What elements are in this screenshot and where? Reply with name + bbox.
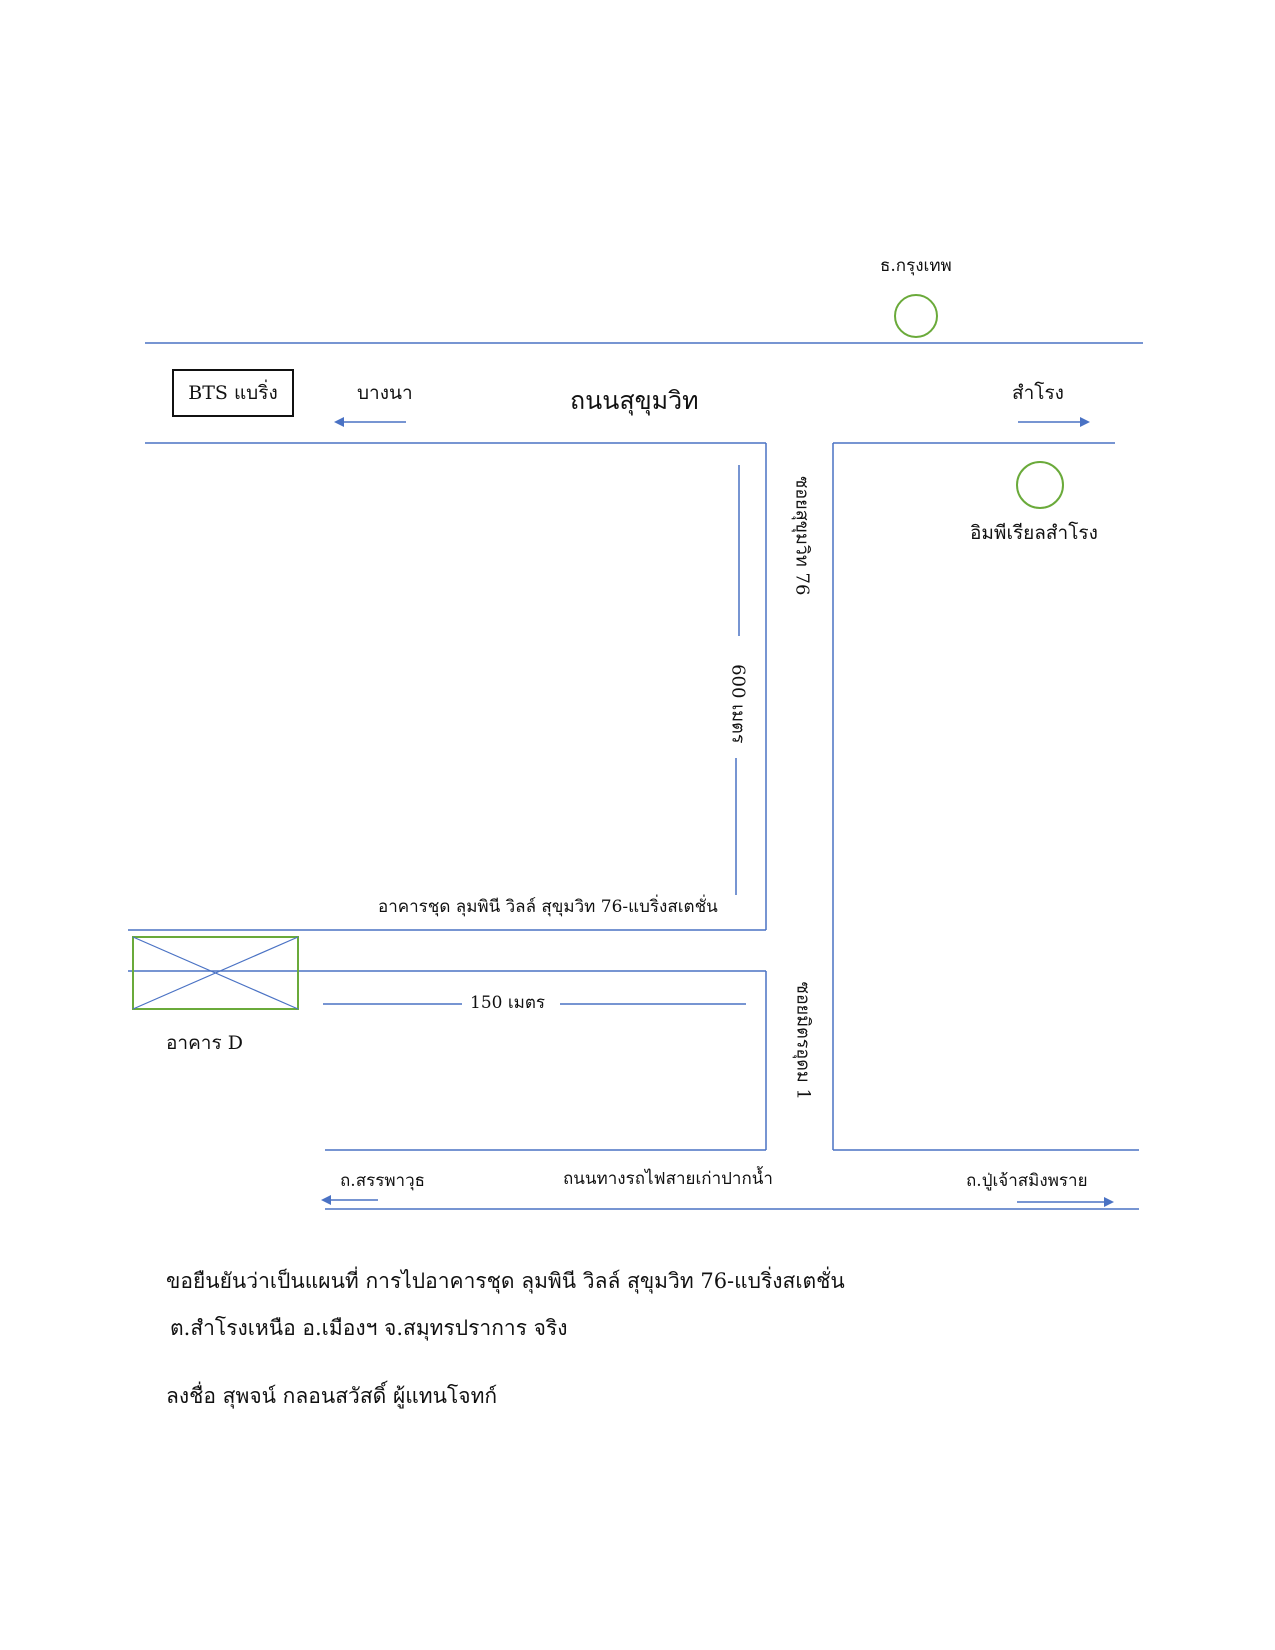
footer-confirmation-line2: ต.สำโรงเหนือ อ.เมืองฯ จ.สมุทรปราการ จริง	[170, 1316, 568, 1340]
sukhumvit-road-label: ถนนสุขุมวิท	[570, 386, 699, 415]
distance-600-label: 600 เมตร	[727, 664, 749, 744]
building-d-label: อาคาร D	[166, 1032, 243, 1054]
bts-station-box: BTS แบริ่ง	[172, 369, 294, 417]
imperial-marker-icon	[1016, 461, 1064, 509]
distance-150-label: 150 เมตร	[470, 993, 546, 1013]
bangna-label: บางนา	[357, 382, 413, 404]
railway-road-label: ถนนทางรถไฟสายเก่าปากน้ำ	[563, 1169, 773, 1189]
samrong-label: สำโรง	[1012, 382, 1064, 404]
pujao-road-label: ถ.ปู่เจ้าสมิงพราย	[966, 1171, 1088, 1191]
soi-mitr-label: ซอยมิตรอุดม 1	[792, 981, 814, 1100]
condo-label: อาคารชุด ลุมพินี วิลล์ สุขุมวิท 76-แบริ่…	[378, 897, 718, 917]
imperial-label: อิมพีเรียลสำโรง	[970, 522, 1098, 544]
sanphawut-road-label: ถ.สรรพาวุธ	[340, 1171, 426, 1191]
soi76-label: ซอยสุขุมวิท 76	[791, 476, 813, 596]
bts-station-label: BTS แบริ่ง	[188, 382, 278, 404]
bank-label: ธ.กรุงเทพ	[880, 256, 952, 276]
building-d-marker-icon	[132, 936, 299, 1010]
bank-marker-icon	[894, 294, 938, 338]
footer-signature: ลงชื่อ สุพจน์ กลอนสวัสดิ์ ผู้แทนโจทก์	[166, 1384, 498, 1408]
footer-confirmation-line1: ขอยืนยันว่าเป็นแผนที่ การไปอาคารชุด ลุมพ…	[166, 1269, 845, 1293]
